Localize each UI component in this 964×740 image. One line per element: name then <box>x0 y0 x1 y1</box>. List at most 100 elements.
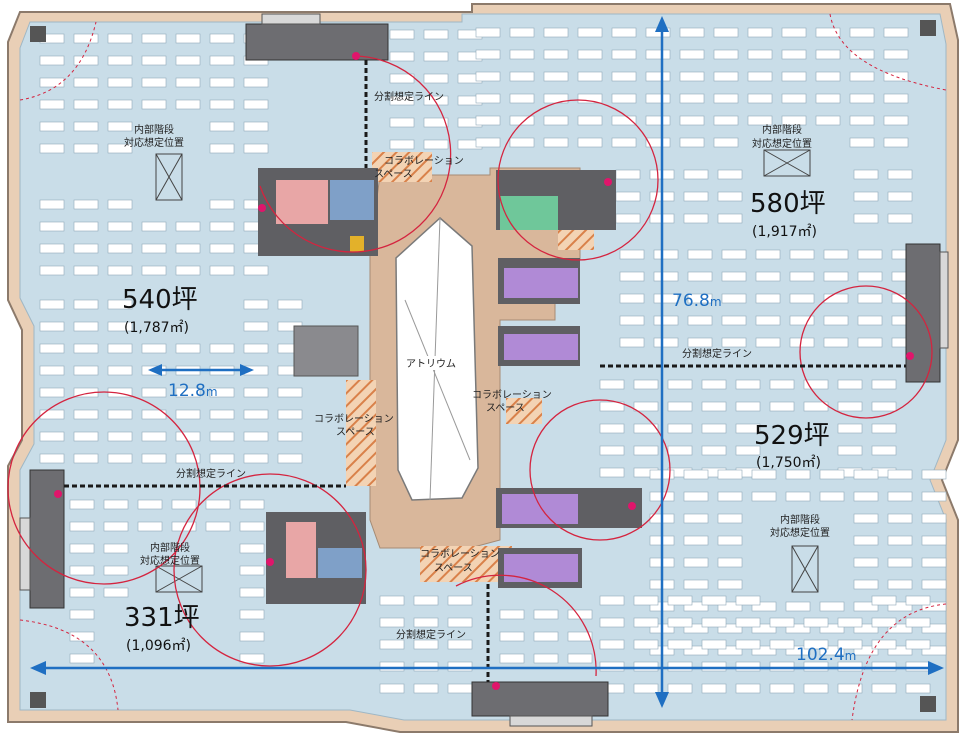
desk <box>475 115 501 126</box>
desk <box>413 683 439 694</box>
desk <box>243 453 269 464</box>
desk <box>39 77 65 88</box>
desk <box>209 243 235 254</box>
desk <box>175 99 201 110</box>
desk <box>823 315 849 326</box>
desk <box>39 55 65 66</box>
desk <box>107 55 133 66</box>
desk <box>39 265 65 276</box>
desk <box>653 293 679 304</box>
desk <box>717 601 743 612</box>
desk <box>747 49 773 60</box>
restroom-blue <box>330 180 374 220</box>
desk <box>39 299 65 310</box>
desk <box>243 343 269 354</box>
desk <box>781 71 807 82</box>
desk <box>921 513 947 524</box>
desk <box>701 445 727 456</box>
desk <box>823 337 849 348</box>
desk <box>849 71 875 82</box>
desk <box>721 271 747 282</box>
desk <box>871 661 897 672</box>
desk <box>413 617 439 628</box>
desk <box>73 365 99 376</box>
desk <box>853 557 879 568</box>
dimension-depth-value: 12.8 <box>168 381 206 401</box>
meeting-room-purple <box>502 494 578 524</box>
desk <box>871 617 897 628</box>
desk <box>175 387 201 398</box>
column <box>920 696 936 712</box>
desk <box>769 379 795 390</box>
desk <box>713 137 739 148</box>
desk <box>107 33 133 44</box>
desk <box>205 499 231 510</box>
stair-label-lower-left-2: 対応想定位置 <box>140 554 200 567</box>
desk <box>141 221 167 232</box>
desk <box>887 557 913 568</box>
desk <box>781 93 807 104</box>
desk <box>73 453 99 464</box>
desk <box>239 499 265 510</box>
desk <box>423 139 449 150</box>
desk <box>389 117 415 128</box>
stair-label-left-1: 内部階段 <box>134 123 174 136</box>
desk <box>577 71 603 82</box>
desk <box>713 27 739 38</box>
area-tsubo-sw: 331坪 <box>124 603 200 633</box>
desk <box>887 645 913 656</box>
desk <box>823 249 849 260</box>
desk <box>239 587 265 598</box>
stair-label-lower-right-1: 内部階段 <box>780 513 820 526</box>
desk <box>667 639 693 650</box>
desk <box>69 565 95 576</box>
collab-label-top-1: コラボレーション <box>384 155 464 167</box>
desk <box>883 115 909 126</box>
desk <box>905 661 931 672</box>
desk <box>921 579 947 590</box>
desk <box>107 431 133 442</box>
desk <box>239 631 265 642</box>
restroom-pink-lower <box>286 522 316 578</box>
radius-center-dot <box>492 682 500 690</box>
stair-marker-lower-left <box>155 565 203 593</box>
desk <box>735 639 761 650</box>
radius-circle <box>7 391 201 585</box>
desk <box>857 293 883 304</box>
desk <box>633 639 659 650</box>
desk <box>803 661 829 672</box>
desk <box>39 199 65 210</box>
desk <box>533 609 559 620</box>
desk <box>611 137 637 148</box>
desk <box>141 77 167 88</box>
desk <box>871 423 897 434</box>
atrium-label: アトリウム <box>406 358 456 370</box>
desk <box>687 249 713 260</box>
desk <box>887 601 913 612</box>
desk <box>667 379 693 390</box>
desk <box>837 639 863 650</box>
desk <box>209 431 235 442</box>
desk <box>853 623 879 634</box>
desk <box>413 639 439 650</box>
desk <box>209 265 235 276</box>
desk <box>73 121 99 132</box>
desk <box>379 617 405 628</box>
desk <box>781 49 807 60</box>
split-label-right: 分割想定ライン <box>682 347 752 360</box>
dimension-height-label: 76.8m <box>672 291 722 311</box>
desk <box>883 27 909 38</box>
desk <box>683 513 709 524</box>
desk <box>243 299 269 310</box>
desk <box>751 645 777 656</box>
desk <box>141 453 167 464</box>
desk <box>735 683 761 694</box>
desk <box>837 423 863 434</box>
desk <box>73 33 99 44</box>
desk <box>447 639 473 650</box>
desk <box>39 431 65 442</box>
radius-center-dot <box>906 352 914 360</box>
desk <box>735 401 761 412</box>
desk <box>837 445 863 456</box>
